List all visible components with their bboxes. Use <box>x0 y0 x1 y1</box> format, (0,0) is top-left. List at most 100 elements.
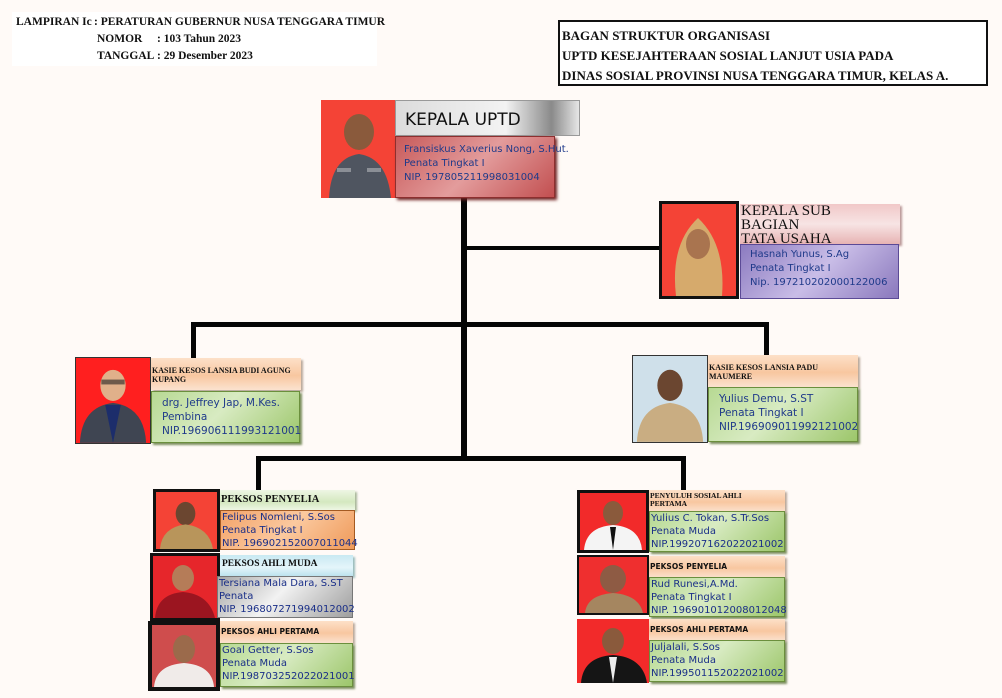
kasie-kupang-title: KASIE KESOS LANSIA BUDI AGUNG KUPANG <box>152 366 291 384</box>
connector-staff-left-drop <box>256 456 261 492</box>
kasubag-title-line-3: TATA USAHA <box>741 231 832 245</box>
kepala-uptd-photo <box>321 100 395 198</box>
left-staff-1-rank: Penata Tingkat I <box>222 525 303 536</box>
title-line-3: DINAS SOSIAL PROVINSI NUSA TENGGARA TIMU… <box>562 68 949 83</box>
left-staff-2-info: Tersiana Mala Dara, S.ST Penata NIP. 196… <box>217 576 355 618</box>
right-staff-1-rank: Penata Muda <box>651 526 716 537</box>
kasie-kupang-rank: Pembina <box>162 411 208 423</box>
nomor-label: NOMOR <box>97 33 143 45</box>
kasie-kupang-info: drg. Jeffrey Jap, M.Kes. Pembina NIP.196… <box>151 391 302 443</box>
right-staff-3-rank: Penata Muda <box>651 655 716 666</box>
nomor-value: : 103 Tahun 2023 <box>157 33 242 45</box>
left-staff-3-photo <box>148 621 220 691</box>
right-staff-1-title: PENYULUH SOSIAL AHLI PERTAMA <box>650 491 742 508</box>
person-icon <box>329 114 391 198</box>
kasie-maumere-info: Yulius Demu, S.ST Penata Tingkat I NIP.1… <box>708 387 858 442</box>
person-icon <box>636 369 704 442</box>
right-staff-1-info: Yulius C. Tokan, S.Tr.Sos Penata Muda NI… <box>649 511 785 552</box>
lampiran-label: LAMPIRAN Ic <box>16 16 92 28</box>
left-staff-1-name: Felipus Nomleni, S.Sos <box>222 512 335 523</box>
left-staff-3-info: Goal Getter, S.Sos Penata Muda NIP.19870… <box>220 643 355 687</box>
right-staff-2-rank: Penata Tingkat I <box>651 592 732 603</box>
kepala-uptd-nip: NIP. 197805211998031004 <box>404 172 540 183</box>
person-icon <box>79 369 147 443</box>
connector-staff-horizontal <box>256 456 686 461</box>
kasie-kupang-name: drg. Jeffrey Jap, M.Kes. <box>162 397 280 409</box>
left-staff-3-title-bar: PEKSOS AHLI PERTAMA <box>220 621 353 643</box>
connector-kasie-left-drop <box>191 322 196 358</box>
connector-staff-right-drop <box>681 456 686 492</box>
kasubag-title-line-2: BAGIAN <box>741 217 800 233</box>
left-staff-2-name: Tersiana Mala Dara, S.ST <box>219 578 343 589</box>
kasubag-rank: Penata Tingkat I <box>750 263 831 274</box>
left-staff-2-rank: Penata <box>219 591 254 602</box>
tanggal-label: TANGGAL <box>97 50 155 62</box>
right-staff-2-title: PEKSOS PENYELIA <box>650 562 728 571</box>
right-staff-3-title: PEKSOS AHLI PERTAMA <box>650 625 749 634</box>
kasie-maumere-photo <box>632 355 708 443</box>
tanggal-value: : 29 Desember 2023 <box>157 50 253 62</box>
right-staff-2-photo <box>577 555 649 615</box>
kasie-kupang-photo <box>75 357 151 444</box>
kasubag-info: Hasnah Yunus, S.Ag Penata Tingkat I Nip.… <box>740 244 899 299</box>
right-staff-3-name: Juljalali, S.Sos <box>651 642 720 653</box>
title-line-2: UPTD KESEJAHTERAAN SOSIAL LANJUT USIA PA… <box>562 48 894 63</box>
kepala-uptd-info: Fransiskus Xaverius Nong, S.Hut. Penata … <box>395 136 569 198</box>
person-icon <box>674 218 723 296</box>
left-staff-2-nip: NIP. 196807271994012002 <box>219 604 355 615</box>
right-staff-1-title-bar: PENYULUH SOSIAL AHLI PERTAMA <box>649 490 785 512</box>
kasubag-title-bar: KEPALA SUB BAGIAN TATA USAHA <box>740 204 900 244</box>
kasie-maumere-title: KASIE KESOS LANSIA PADU MAUMERE <box>709 363 818 381</box>
kasubag-name: Hasnah Yunus, S.Ag <box>750 249 850 260</box>
left-staff-2-title: PEKSOS AHLI MUDA <box>222 559 318 569</box>
left-staff-3-nip: NIP.198703252022021001 <box>222 671 355 682</box>
kasie-maumere-title-bar: KASIE KESOS LANSIA PADU MAUMERE <box>708 355 858 387</box>
lampiran-header: LAMPIRAN Ic : PERATURAN GUBERNUR NUSA TE… <box>12 12 385 66</box>
right-staff-2-name: Rud Runesi,A.Md. <box>651 579 738 590</box>
connector-kasie-horizontal <box>191 322 768 327</box>
kasie-maumere-nip: NIP.196909011992121002 <box>719 421 859 433</box>
chart-title-box: BAGAN STRUKTUR ORGANISASI UPTD KESEJAHTE… <box>558 20 988 86</box>
person-icon <box>155 565 215 618</box>
kasie-maumere-name: Yulius Demu, S.ST <box>719 393 814 405</box>
connector-kasie-right-drop <box>764 322 769 358</box>
connector-subbag-horizontal <box>464 246 662 250</box>
person-icon <box>159 501 214 549</box>
left-staff-2-title-bar: PEKSOS AHLI MUDA <box>220 555 353 576</box>
right-staff-1-nip: NIP.199207162022021002 <box>651 539 784 550</box>
left-staff-3-title: PEKSOS AHLI PERTAMA <box>221 627 320 636</box>
right-staff-3-title-bar: PEKSOS AHLI PERTAMA <box>649 619 785 641</box>
title-line-1: BAGAN STRUKTUR ORGANISASI <box>562 28 771 43</box>
right-staff-1-photo <box>577 490 649 553</box>
left-staff-1-nip: NIP. 196902152007011044 <box>222 538 358 549</box>
person-icon <box>581 628 647 683</box>
kepala-uptd-name: Fransiskus Xaverius Nong, S.Hut. <box>404 144 569 155</box>
right-staff-3-photo <box>577 619 649 683</box>
right-staff-3-nip: NIP.199501152022021002 <box>651 668 784 679</box>
left-staff-1-info: Felipus Nomleni, S.Sos Penata Tingkat I … <box>220 510 358 550</box>
kasie-kupang-title-bar: KASIE KESOS LANSIA BUDI AGUNG KUPANG <box>151 358 301 390</box>
left-staff-1-title-bar: PEKSOS PENYELIA <box>220 490 355 510</box>
left-staff-2-photo <box>150 553 220 621</box>
right-staff-2-nip: NIP. 196901012008012048 <box>651 605 787 616</box>
kasie-maumere-rank: Penata Tingkat I <box>719 407 804 419</box>
person-icon <box>584 501 642 550</box>
kepala-uptd-rank: Penata Tingkat I <box>404 158 485 169</box>
kepala-uptd-title: KEPALA UPTD <box>405 110 521 130</box>
person-icon <box>152 625 216 687</box>
kasie-kupang-nip: NIP.196906111993121001 <box>162 425 302 437</box>
person-icon <box>585 565 643 613</box>
left-staff-3-rank: Penata Muda <box>222 658 287 669</box>
connector-main-vertical <box>461 198 467 460</box>
right-staff-1-name: Yulius C. Tokan, S.Tr.Sos <box>651 513 770 524</box>
left-staff-3-name: Goal Getter, S.Sos <box>222 645 314 656</box>
right-staff-2-info: Rud Runesi,A.Md. Penata Tingkat I NIP. 1… <box>649 577 787 617</box>
kasubag-photo <box>659 201 739 299</box>
kepala-uptd-title-bar: KEPALA UPTD <box>395 100 580 136</box>
lampiran-value: : PERATURAN GUBERNUR NUSA TENGGARA TIMUR <box>94 16 386 28</box>
left-staff-1-title: PEKSOS PENYELIA <box>221 494 320 505</box>
kasubag-title-line-1: KEPALA SUB <box>741 204 831 219</box>
right-staff-2-title-bar: PEKSOS PENYELIA <box>649 556 785 578</box>
kasubag-nip: Nip. 197210202000122006 <box>750 277 888 288</box>
left-staff-1-photo <box>153 489 220 552</box>
